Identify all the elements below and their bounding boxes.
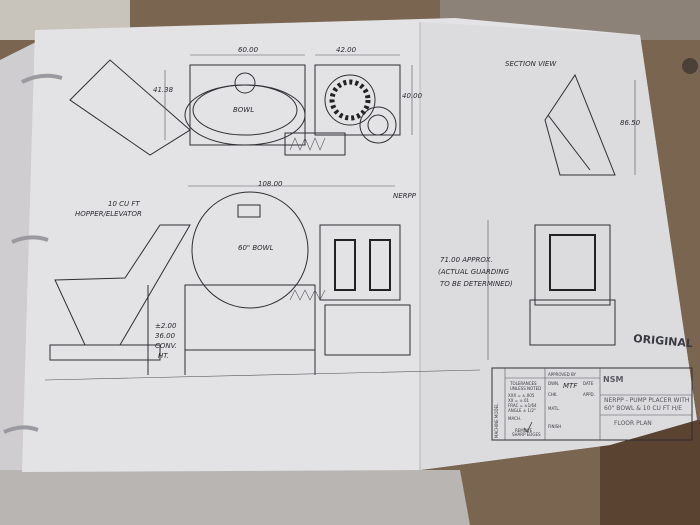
right-page-fold bbox=[420, 22, 697, 470]
dim-41-38: 41.38 bbox=[153, 86, 174, 94]
title-block: MACHINE MODEL APPROVED BY TOLERANCES UNL… bbox=[491, 367, 693, 441]
under-sheet bbox=[0, 470, 470, 525]
dim-60: 60.00 bbox=[238, 46, 259, 54]
tolerances-label: UNLESS NOTED bbox=[510, 386, 541, 391]
hopper-label: HOPPER/ELEVATOR bbox=[75, 210, 142, 218]
tolerance-value: FRAC = ±1/64 bbox=[508, 403, 537, 408]
conv-height: CONV. bbox=[155, 342, 177, 350]
drawn-initials: MTF bbox=[563, 382, 578, 390]
binder-ring-icon bbox=[21, 73, 63, 84]
machine-model-label: MACHINE MODEL bbox=[494, 403, 499, 438]
checked-label: CHK. bbox=[548, 392, 558, 397]
drawing-title: NERPP - PUMP PLACER WITH bbox=[604, 397, 689, 404]
top-view: BOWL 60.00 42.00 41.38 40.00 108.00 bbox=[69, 46, 423, 188]
drawn-label: DWN. bbox=[548, 381, 559, 386]
section-view: SECTION VIEW 86.50 bbox=[505, 60, 641, 176]
sheet-title: FLOOR PLAN bbox=[614, 420, 652, 427]
conv-height: HT. bbox=[158, 352, 169, 360]
dim-108: 108.00 bbox=[258, 180, 283, 188]
front-view: 10 CU FT HOPPER/ELEVATOR ±2.00 36.00 CON… bbox=[44, 191, 616, 381]
approx-note: 71.00 APPROX. bbox=[440, 256, 493, 264]
approx-note: TO BE DETERMINED) bbox=[440, 280, 513, 288]
bowl-label: BOWL bbox=[233, 106, 254, 114]
date-label: DATE bbox=[583, 381, 594, 386]
original-stamp: ORIGINAL bbox=[633, 332, 694, 350]
binder-ring-icon bbox=[3, 425, 39, 434]
mach-label: MACH. bbox=[508, 416, 521, 421]
tolerance-value: XX = ±.01 bbox=[508, 398, 530, 403]
tolerances-label: TOLERANCES bbox=[509, 381, 537, 386]
approved-label: APPD. bbox=[583, 392, 595, 397]
conv-height: ±2.00 bbox=[155, 322, 177, 330]
conv-height: 36.00 bbox=[155, 332, 176, 340]
background-hole bbox=[682, 58, 698, 74]
company-logo: NSM bbox=[603, 375, 623, 384]
remove-burrs-note: SHARP EDGES bbox=[512, 432, 541, 437]
binder-ring-icon bbox=[11, 235, 49, 244]
drawing-title: 60" BOWL & 10 CU FT H/E bbox=[604, 405, 682, 412]
tolerance-value: ANGLE ± 1/2° bbox=[508, 408, 536, 413]
nerpp-label: NERPP bbox=[393, 192, 417, 200]
finish-label: FINISH bbox=[548, 424, 561, 429]
bowl-60-label: 60" BOWL bbox=[238, 244, 274, 252]
section-view-label: SECTION VIEW bbox=[505, 60, 557, 68]
material-label: MATL. bbox=[548, 406, 560, 411]
tolerance-value: XXX = ±.005 bbox=[508, 393, 535, 398]
dim-42: 42.00 bbox=[336, 46, 357, 54]
check-mark-icon bbox=[523, 421, 533, 433]
dim-86-5: 86.50 bbox=[620, 119, 641, 127]
dim-40: 40.00 bbox=[402, 92, 423, 100]
approx-note: (ACTUAL GUARDING bbox=[438, 268, 510, 276]
remove-burrs-note: REMOVE bbox=[515, 428, 533, 433]
approved-by-label: APPROVED BY bbox=[548, 372, 577, 377]
hopper-label: 10 CU FT bbox=[108, 200, 140, 208]
